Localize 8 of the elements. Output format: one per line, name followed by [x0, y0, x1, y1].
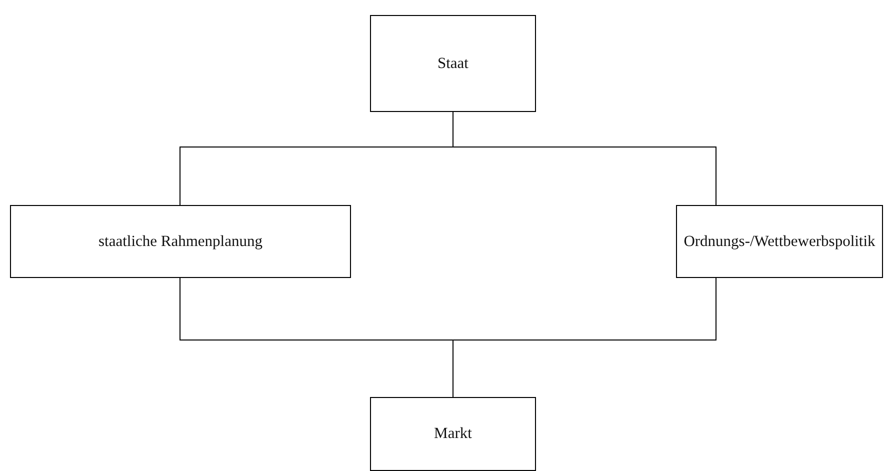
process-box	[370, 15, 536, 112]
box-label: Markt	[434, 425, 472, 443]
process-box	[10, 205, 351, 278]
process-box	[676, 205, 883, 278]
box-label: staatliche Rahmenplanung	[98, 232, 262, 250]
process-box	[370, 397, 536, 471]
box-label: Staat	[438, 54, 468, 72]
box-label: Ordnungs-/Wettbewerbspolitik	[684, 232, 876, 250]
